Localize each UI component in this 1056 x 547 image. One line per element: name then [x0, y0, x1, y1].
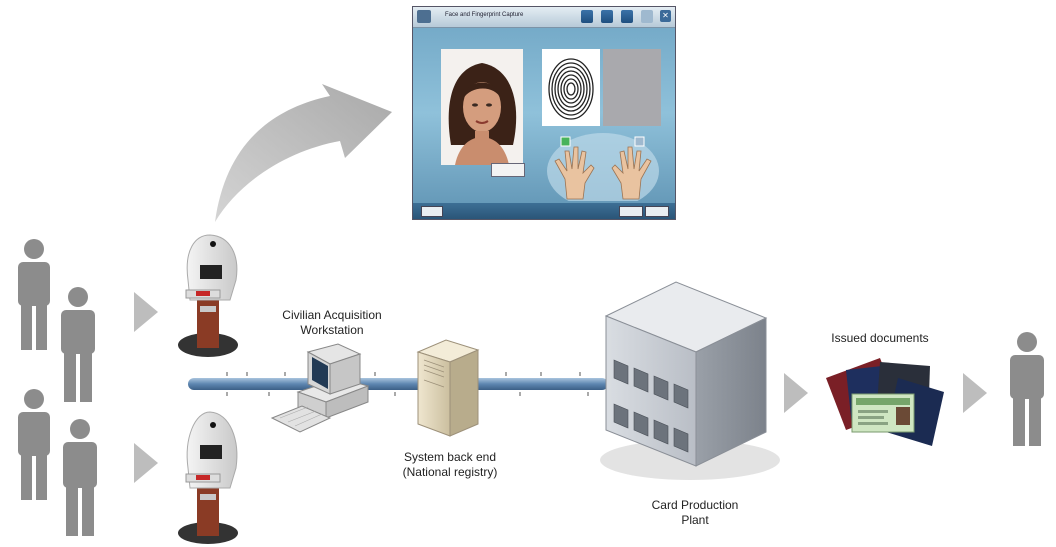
- back-button[interactable]: [421, 206, 443, 217]
- fingerprint-icon: [542, 49, 600, 126]
- empty-image-slot: [603, 49, 661, 126]
- people-group-top: [18, 239, 95, 402]
- clear-button[interactable]: [619, 206, 643, 217]
- server-tower: [416, 339, 480, 437]
- arrow-icon: [134, 443, 158, 483]
- hands-icon: [547, 133, 659, 201]
- person-icon: [1010, 332, 1044, 446]
- person-icon: [63, 419, 97, 536]
- screen-statusbar: [413, 203, 675, 219]
- close-icon[interactable]: ✕: [660, 10, 671, 22]
- enrollment-kiosk-bottom: [178, 411, 238, 544]
- network-bar: [188, 372, 608, 396]
- curved-arrow: [215, 84, 392, 222]
- person-icon: [18, 389, 50, 500]
- workstation-label: Civilian Acquisition Workstation: [282, 308, 382, 337]
- capture-button[interactable]: [491, 163, 525, 177]
- face-portrait-icon: [441, 49, 523, 165]
- face-photo: [441, 49, 523, 165]
- backend-label-line2: (National registry): [402, 465, 498, 479]
- issued-documents-label: Issued documents: [831, 331, 929, 345]
- card-plant-label-line2: Plant: [681, 513, 709, 527]
- home-icon[interactable]: [621, 10, 633, 23]
- card-production-building: [600, 281, 780, 480]
- workstation-computer: [270, 343, 370, 433]
- issued-documents-stack: [826, 358, 944, 446]
- capture-screen: Face and Fingerprint Capture ✕: [412, 6, 676, 220]
- arrow-icon: [134, 292, 158, 332]
- screen-titlebar: Face and Fingerprint Capture ✕: [413, 7, 675, 28]
- arrow-icon: [784, 373, 808, 413]
- app-icon: [417, 10, 431, 23]
- help-icon[interactable]: [641, 10, 653, 23]
- enrollment-kiosk-top: [178, 234, 238, 357]
- print-icon[interactable]: [601, 10, 613, 23]
- fingerprint-image: [542, 49, 600, 126]
- backend-label-line1: System back end: [403, 450, 497, 464]
- person-icon: [18, 239, 50, 350]
- save-icon[interactable]: [581, 10, 593, 23]
- screen-title: Face and Fingerprint Capture: [445, 12, 524, 18]
- person-icon: [61, 287, 95, 402]
- card-plant-label: Card Production Plant: [630, 498, 760, 528]
- next-button[interactable]: [645, 206, 669, 217]
- backend-label: System back end (National registry): [380, 450, 520, 480]
- people-group-bottom: [18, 389, 97, 536]
- card-plant-label-line1: Card Production: [651, 498, 739, 512]
- arrow-icon: [963, 373, 987, 413]
